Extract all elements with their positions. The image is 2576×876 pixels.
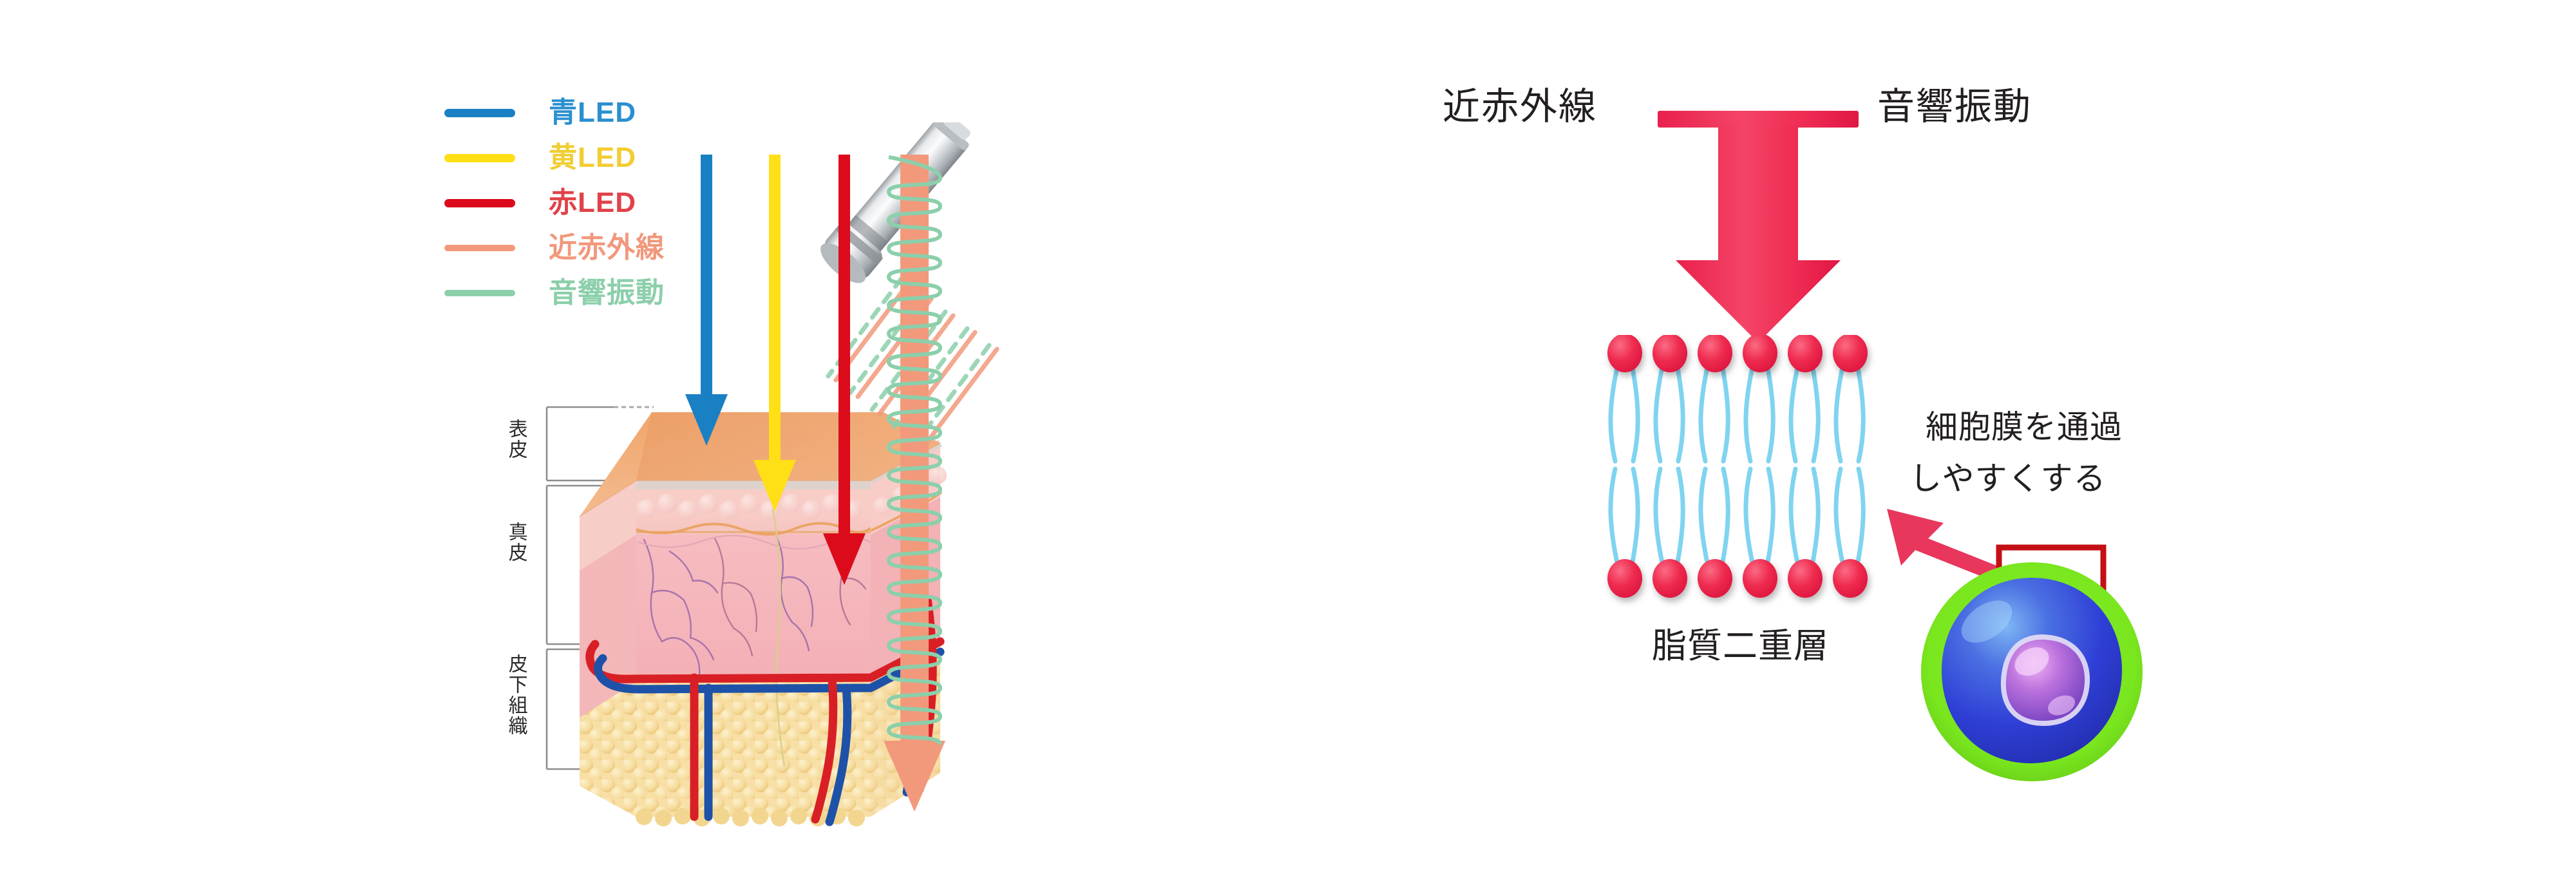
legend: 青LED 黄LED 赤LED 近赤外線 音響振動 xyxy=(444,90,665,316)
legend-item-yellow-led: 黄LED xyxy=(444,135,665,180)
legend-item-label: 青LED xyxy=(549,97,636,128)
penetration-arrows xyxy=(685,155,945,812)
legend-item-red-led: 赤LED xyxy=(444,180,665,225)
skin-block-illustration xyxy=(580,122,999,826)
legend-item-near-infrared: 近赤外線 xyxy=(444,225,665,271)
callout-line-2: しやすくする xyxy=(1909,461,2107,497)
legend-item-label: 赤LED xyxy=(549,187,636,218)
phospholipid-head-group xyxy=(1607,335,1868,598)
cell-illustration xyxy=(1921,562,2143,781)
acoustic-vibration-title: 音響振動 xyxy=(1877,86,2032,128)
legend-line-swatch xyxy=(444,108,515,117)
layer-label-epidermis: 表皮 xyxy=(505,419,527,460)
arrow-red-led xyxy=(823,155,866,585)
skin-penetration-panel: 青LED 黄LED 赤LED 近赤外線 音響振動 xyxy=(0,0,1288,832)
lipid-bilayer-label: 脂質二重層 xyxy=(1652,627,1829,665)
legend-line-swatch xyxy=(444,198,515,207)
legend-item-label: 黄LED xyxy=(549,142,636,173)
figure-canvas: 青LED 黄LED 赤LED 近赤外線 音響振動 xyxy=(0,0,2143,832)
layer-label-subcutaneous: 皮下組織 xyxy=(505,654,527,736)
arrow-blue-led xyxy=(685,155,728,446)
legend-item-acoustic-vibration: 音響振動 xyxy=(444,271,665,316)
lipid-bilayer xyxy=(1607,335,1868,598)
downward-stimulus-arrow xyxy=(1658,111,1859,343)
arrow-yellow-led xyxy=(753,155,796,511)
near-infrared-title: 近赤外線 xyxy=(1443,86,1598,128)
acoustic-vibration-helix xyxy=(886,155,943,746)
layer-label-dermis: 真皮 xyxy=(505,522,527,563)
legend-item-blue-led: 青LED xyxy=(444,90,665,135)
callout-line-1: 細胞膜を通過 xyxy=(1926,409,2123,445)
legend-item-label: 近赤外線 xyxy=(549,232,665,263)
legend-line-swatch xyxy=(444,153,515,162)
legend-line-swatch xyxy=(444,245,515,251)
legend-line-swatch xyxy=(444,290,515,296)
callout-arrow xyxy=(1887,509,2003,580)
legend-item-label: 音響振動 xyxy=(549,277,665,309)
